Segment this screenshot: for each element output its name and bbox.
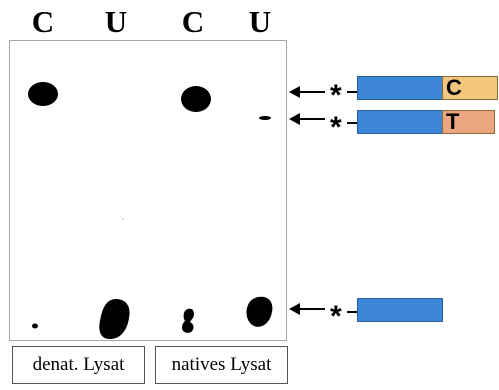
column-header-2: U xyxy=(104,4,128,39)
column-header-1: C xyxy=(31,4,55,39)
lane-label-native: natives Lysat xyxy=(155,346,288,384)
spot-lane1-upper xyxy=(28,82,58,106)
marker-connector-2 xyxy=(347,122,358,124)
arrow-left-icon xyxy=(289,303,325,315)
marker-star-3: * xyxy=(330,300,342,333)
column-header-4: U xyxy=(248,4,272,39)
marker-star-2: * xyxy=(330,111,342,144)
marker-star-1: * xyxy=(330,79,342,112)
gel-spots xyxy=(28,82,273,339)
spot-lane4-upper xyxy=(259,116,271,120)
arrow-left-icon xyxy=(289,86,325,98)
substrate-end-c: C xyxy=(442,76,498,100)
substrate-bar-1 xyxy=(357,76,443,100)
spot-lane4-lower xyxy=(246,296,273,327)
column-header-3: C xyxy=(181,4,205,39)
arrow-left-icon xyxy=(289,113,325,125)
spot-lane1-lower xyxy=(32,323,38,329)
lane-label-denat: denat. Lysat xyxy=(12,346,145,384)
substrate-bar-2 xyxy=(357,110,443,134)
substrate-end-t: T xyxy=(442,110,495,134)
spot-lane3-lower xyxy=(182,308,194,333)
marker-connector-3 xyxy=(347,311,358,313)
gel-plate xyxy=(9,40,287,341)
marker-connector-1 xyxy=(347,91,358,93)
spot-lane2-lower xyxy=(99,299,130,339)
spot-lane3-upper xyxy=(181,86,211,112)
product-bar xyxy=(357,298,443,322)
